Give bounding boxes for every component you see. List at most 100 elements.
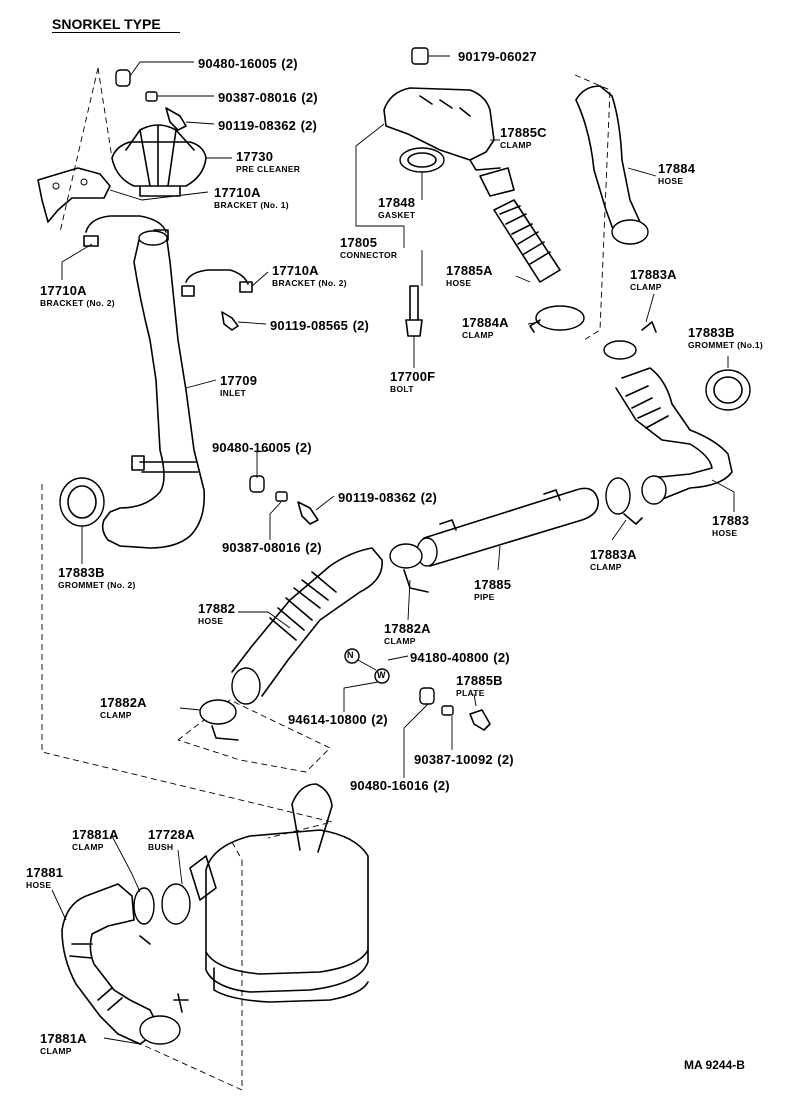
- callout-17882a-right: 17882A CLAMP: [384, 622, 431, 646]
- callout-17882a-left: 17882A CLAMP: [100, 696, 147, 720]
- part-number: 17883B: [58, 565, 105, 580]
- callout-17709: 17709 INLET: [220, 374, 257, 398]
- part-qty: (2): [295, 440, 312, 455]
- leader-lines: [51, 55, 735, 1045]
- callout-17885: 17885 PIPE: [474, 578, 511, 602]
- part-desc: GROMMET (No.1): [688, 340, 764, 350]
- part-qty: (2): [433, 778, 450, 793]
- callout-90119-08362-top: 90119-08362 (2): [218, 118, 317, 134]
- mid-fasteners: [249, 475, 319, 525]
- part-number: 94614-10800: [288, 712, 367, 727]
- part-number: 90387-08016: [222, 540, 301, 555]
- clamps-17883a-drawing: [603, 321, 657, 525]
- part-desc: PRE CLEANER: [236, 164, 301, 174]
- part-number: 17710A: [272, 263, 319, 278]
- grommet-no1-drawing: [705, 369, 751, 411]
- callout-17710a-no2-left: 17710A BRACKET (No. 2): [40, 284, 115, 308]
- clamp-17884a-drawing: [529, 305, 585, 333]
- part-desc: PIPE: [474, 592, 495, 602]
- callout-17710a-no1: 17710A BRACKET (No. 1): [214, 186, 289, 210]
- part-desc: CLAMP: [500, 140, 532, 150]
- part-number: 17730: [236, 149, 274, 164]
- part-qty: (2): [301, 90, 318, 105]
- part-desc: HOSE: [446, 278, 472, 288]
- grommet-no2-drawing: [59, 477, 105, 527]
- callout-94614-10800: 94614-10800 (2): [288, 712, 388, 728]
- part-number: 17710A: [40, 283, 87, 298]
- part-number: 90387-10092: [414, 752, 493, 767]
- inlet-pipe-drawing: [101, 230, 206, 549]
- part-qty: (2): [352, 318, 370, 333]
- part-qty: (2): [497, 752, 514, 767]
- callout-90480-16005-mid: 90480-16005 (2): [212, 440, 312, 456]
- part-number: 17882: [198, 601, 236, 616]
- part-number: 17700F: [390, 369, 436, 384]
- pipe-17885-drawing: [416, 487, 599, 567]
- part-desc: CLAMP: [100, 710, 132, 720]
- part-desc: HOSE: [198, 616, 224, 626]
- part-number: 94180-40800: [410, 650, 489, 665]
- part-number: 90179-06027: [458, 49, 537, 64]
- callout-90387-10092: 90387-10092 (2): [414, 752, 514, 768]
- part-number: 17885C: [500, 125, 547, 140]
- part-desc: HOSE: [712, 528, 738, 538]
- bracket-no1-drawing: [37, 167, 111, 223]
- part-qty: (2): [371, 712, 388, 727]
- callout-90119-08362-mid: 90119-08362 (2): [338, 490, 437, 506]
- part-number: 17709: [220, 373, 258, 388]
- part-number: 17885A: [446, 263, 493, 278]
- part-qty: (2): [281, 56, 298, 71]
- callout-17885c: 17885C CLAMP: [500, 126, 547, 150]
- diagram-code: MA 9244-B: [684, 1058, 745, 1072]
- part-desc: CLAMP: [630, 282, 662, 292]
- callout-17730: 17730 PRE CLEANER: [236, 150, 300, 174]
- part-desc: CLAMP: [72, 842, 104, 852]
- callout-17848: 17848 GASKET: [378, 196, 415, 220]
- part-qty: (2): [305, 540, 322, 555]
- callout-90387-08016-top: 90387-08016 (2): [218, 90, 318, 106]
- part-number: 17710A: [214, 185, 261, 200]
- part-qty: (2): [493, 650, 510, 665]
- part-number: 90480-16016: [350, 778, 429, 793]
- part-number: 17883B: [688, 325, 735, 340]
- part-desc: PLATE: [456, 688, 485, 698]
- callout-94180-40800: 94180-40800 (2): [410, 650, 510, 666]
- callout-17710a-no2-mid: 17710A BRACKET (No. 2): [272, 264, 347, 288]
- part-number: 17848: [378, 195, 416, 210]
- part-number: 17882A: [100, 695, 147, 710]
- hose-17882-drawing: [231, 547, 383, 705]
- part-desc: INLET: [220, 388, 247, 398]
- part-number: 90387-08016: [218, 90, 297, 105]
- hose-17881-drawing: [61, 883, 191, 1045]
- bracket-no2-mid-drawing: [181, 269, 253, 331]
- callout-17884: 17884 HOSE: [658, 162, 695, 186]
- part-desc: HOSE: [26, 880, 52, 890]
- part-number: 90119-08565: [270, 318, 349, 333]
- part-number: 17881: [26, 865, 64, 880]
- part-number: 17883A: [630, 267, 677, 282]
- callout-90480-16005-top: 90480-16005 (2): [198, 56, 298, 72]
- part-desc: BOLT: [390, 384, 414, 394]
- marker-n: N: [347, 650, 354, 660]
- part-desc: BRACKET (No. 2): [272, 278, 347, 288]
- part-desc: BUSH: [148, 842, 174, 852]
- part-number: 17883A: [590, 547, 637, 562]
- callout-17883b-no1: 17883B GROMMET (No.1): [688, 326, 763, 350]
- part-qty: (2): [300, 118, 318, 133]
- callout-90480-16016: 90480-16016 (2): [350, 778, 450, 794]
- connector-drawing: [383, 47, 501, 171]
- part-qty: (2): [420, 490, 438, 505]
- callout-17882: 17882 HOSE: [198, 602, 235, 626]
- part-number: 90119-08362: [218, 118, 297, 133]
- callout-17700f: 17700F BOLT: [390, 370, 435, 394]
- callout-17881a-top: 17881A CLAMP: [72, 828, 119, 852]
- part-number: 17805: [340, 235, 378, 250]
- part-number: 17881A: [72, 827, 119, 842]
- part-desc: GROMMET (No. 2): [58, 580, 136, 590]
- callout-90387-08016-mid: 90387-08016 (2): [222, 540, 322, 556]
- hose-17885a-drawing: [479, 167, 561, 283]
- part-number: 90119-08362: [338, 490, 417, 505]
- part-number: 17885B: [456, 673, 503, 688]
- part-number: 17881A: [40, 1031, 87, 1046]
